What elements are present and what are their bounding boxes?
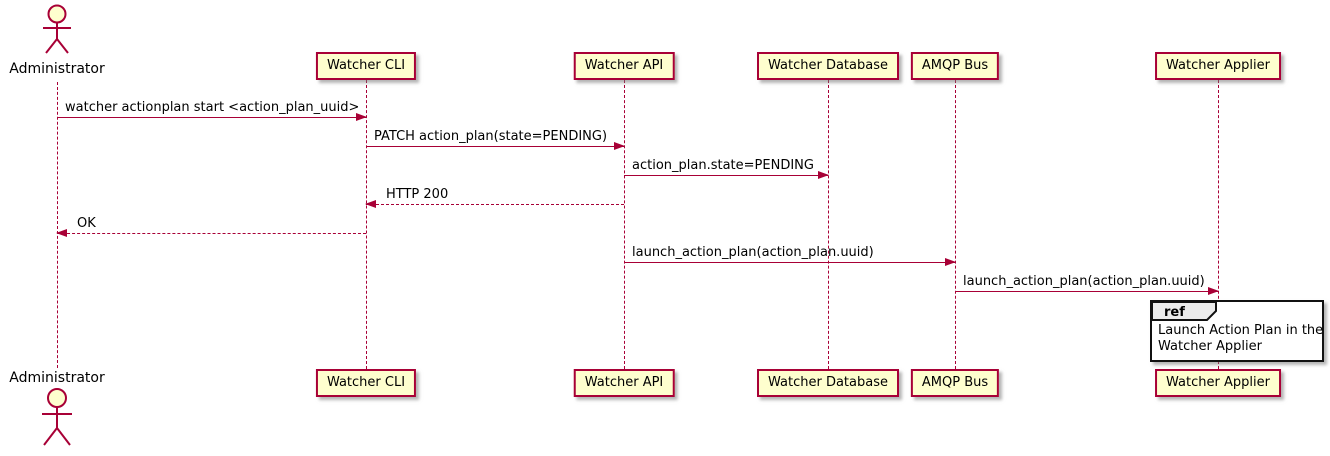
lifeline-watcher-database (828, 80, 829, 369)
message-line (366, 142, 625, 150)
message-line (365, 200, 624, 208)
ref-text: Launch Action Plan in the Watcher Applie… (1152, 321, 1324, 360)
participant-box-watcher-database: Watcher Database (757, 52, 899, 80)
ref-fragment: ref Launch Action Plan in the Watcher Ap… (1150, 300, 1324, 362)
message-label: action_plan.state=PENDING (632, 158, 814, 173)
actor-icon (43, 4, 71, 54)
lifeline-watcher-api (624, 80, 625, 369)
arrowhead-right-icon (945, 258, 956, 266)
participant-box-amqp-bus-bottom: AMQP Bus (910, 369, 1000, 397)
message-line (624, 258, 956, 266)
participant-box-watcher-api-bottom: Watcher API (573, 369, 675, 397)
participant-box-watcher-applier: Watcher Applier (1155, 52, 1281, 80)
arrowhead-right-icon (356, 113, 367, 121)
participant-box-watcher-api: Watcher API (573, 52, 675, 80)
arrowhead-left-icon (56, 229, 67, 237)
message-launch-to-applier: launch_action_plan(action_plan.uuid) (955, 274, 1219, 295)
lifeline-watcher-cli (366, 80, 367, 369)
ref-text-line1: Launch Action Plan in the (1158, 323, 1324, 338)
message-start-actionplan: watcher actionplan start <action_plan_uu… (57, 100, 367, 121)
actor-label-bottom: Administrator (9, 370, 105, 386)
message-http-200: HTTP 200 (365, 187, 624, 208)
participant-box-watcher-cli-bottom: Watcher CLI (315, 369, 417, 397)
message-patch-action-plan: PATCH action_plan(state=PENDING) (366, 129, 625, 150)
message-label: OK (77, 216, 96, 231)
arrowhead-left-icon (365, 200, 376, 208)
message-label: launch_action_plan(action_plan.uuid) (963, 274, 1205, 289)
actor-label: Administrator (9, 61, 105, 77)
message-line (56, 229, 366, 237)
ref-text-line2: Watcher Applier (1158, 339, 1262, 354)
message-line (57, 113, 367, 121)
arrowhead-right-icon (614, 142, 625, 150)
message-label: PATCH action_plan(state=PENDING) (374, 129, 608, 144)
participant-box-watcher-database-bottom: Watcher Database (757, 369, 899, 397)
message-launch-to-amqp: launch_action_plan(action_plan.uuid) (624, 245, 956, 266)
lifeline-administrator (57, 82, 58, 368)
actor-icon (42, 388, 72, 446)
message-label: launch_action_plan(action_plan.uuid) (632, 245, 874, 260)
participant-box-amqp-bus: AMQP Bus (910, 52, 1000, 80)
lifeline-watcher-applier (1218, 80, 1219, 369)
arrowhead-right-icon (1208, 287, 1219, 295)
ref-header-icon: ref (1152, 302, 1217, 321)
lifeline-amqp-bus (955, 80, 956, 369)
participant-box-watcher-applier-bottom: Watcher Applier (1155, 369, 1281, 397)
arrowhead-right-icon (818, 171, 829, 179)
message-ok: OK (56, 216, 366, 237)
message-line (955, 287, 1219, 295)
message-label: watcher actionplan start <action_plan_uu… (65, 100, 360, 115)
ref-keyword: ref (1164, 305, 1185, 320)
message-state-pending: action_plan.state=PENDING (624, 158, 829, 179)
message-label: HTTP 200 (386, 187, 449, 202)
participant-box-watcher-cli: Watcher CLI (315, 52, 417, 80)
message-line (624, 171, 829, 179)
